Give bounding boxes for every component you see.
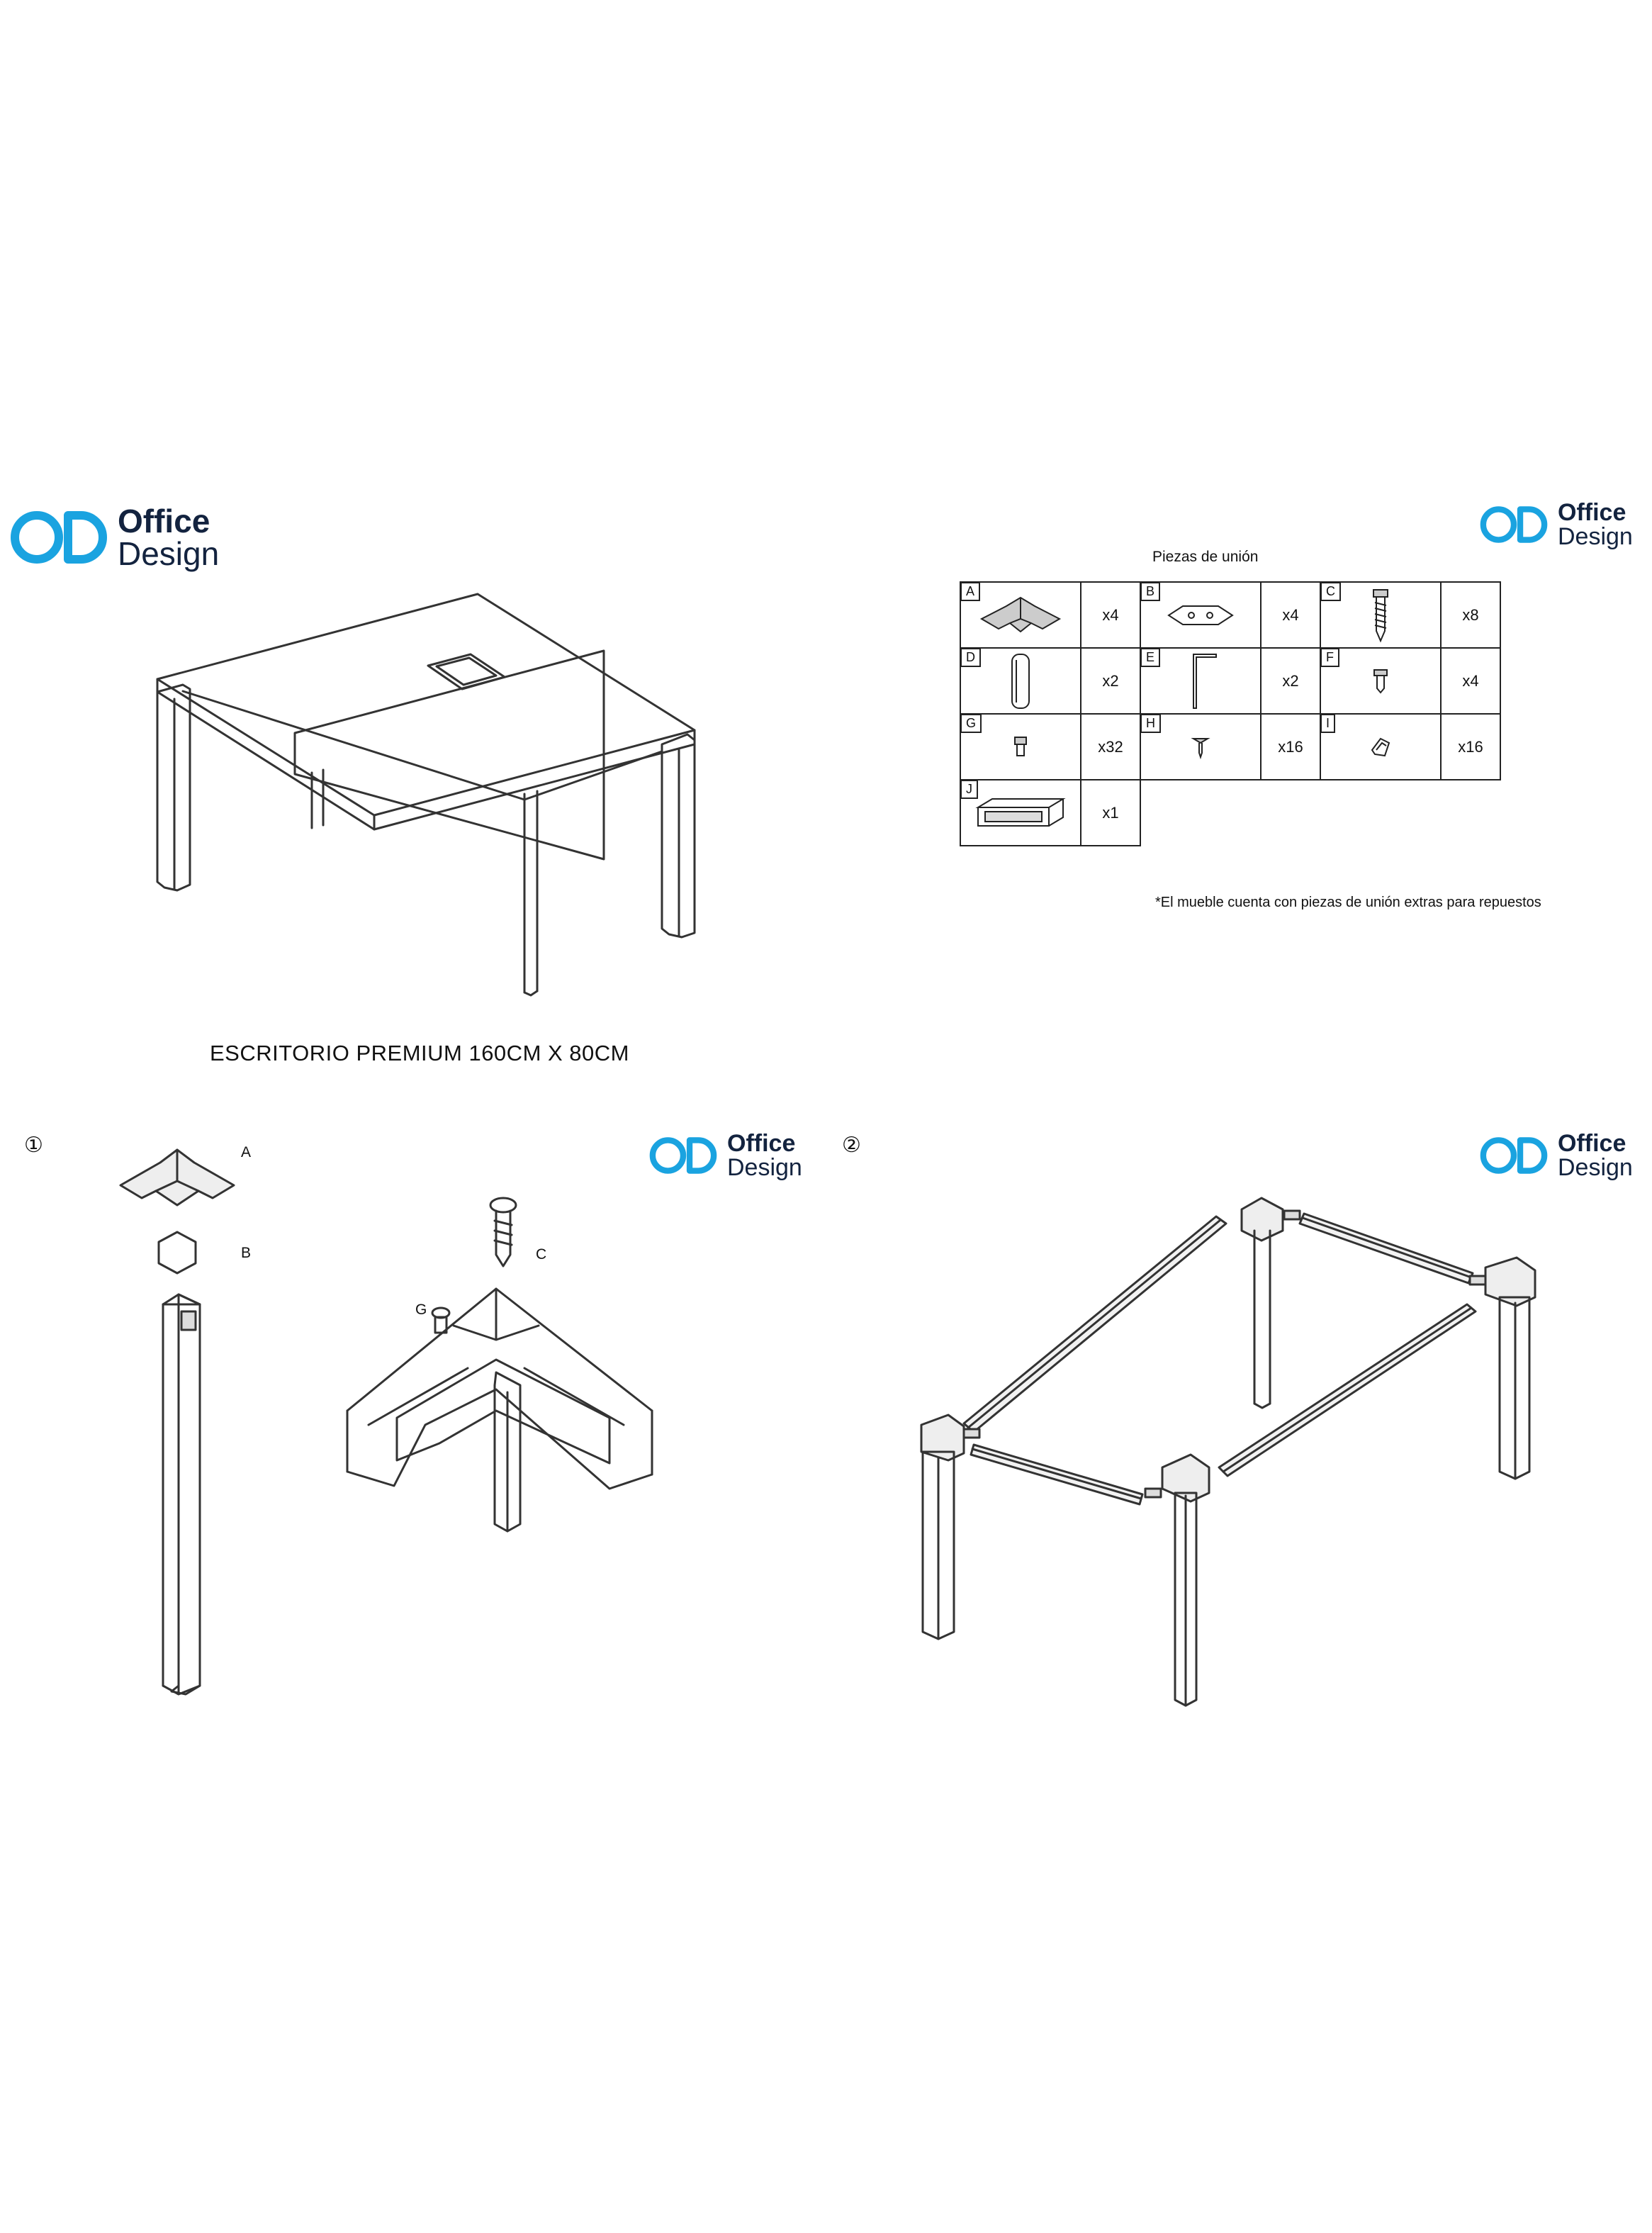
part-qty: x32	[1080, 713, 1141, 780]
part-qty: x4	[1260, 581, 1321, 649]
label-c: C	[536, 1246, 547, 1263]
end-cap-icon	[1011, 653, 1030, 709]
part-letter: D	[960, 648, 981, 667]
clip-icon	[1371, 737, 1390, 756]
part-qty: x4	[1080, 581, 1141, 649]
l-bracket-icon	[1193, 653, 1217, 709]
part-qty: x4	[1440, 647, 1501, 715]
part-cell-d: D	[960, 647, 1081, 715]
part-qty: x2	[1260, 647, 1321, 715]
part-cell-f: F	[1320, 647, 1442, 715]
od-logo-icon	[1480, 1137, 1548, 1174]
brand-name: Office	[118, 503, 210, 539]
brand-name: Office	[727, 1130, 796, 1157]
part-letter: J	[960, 780, 978, 799]
part-cell-a: A	[960, 581, 1081, 649]
part-qty: x16	[1260, 713, 1321, 780]
part-letter: H	[1140, 714, 1161, 733]
brand-name: Office	[1558, 1130, 1626, 1157]
part-cell-e: E	[1140, 647, 1262, 715]
part-cell-c: C	[1320, 581, 1442, 649]
part-qty: x16	[1440, 713, 1501, 780]
parts-title: Piezas de unión	[1152, 549, 1259, 565]
part-letter: I	[1320, 714, 1336, 733]
label-a: A	[241, 1144, 252, 1160]
parts-table: A x4 B x4 C x8 D	[960, 581, 1501, 846]
part-cell-g: G	[960, 713, 1081, 780]
connector-plate-icon	[1167, 605, 1234, 625]
part-qty: x1	[1080, 779, 1141, 846]
part-qty: x2	[1080, 647, 1141, 715]
label-b: B	[241, 1245, 252, 1261]
part-letter: F	[1320, 648, 1339, 667]
od-logo-icon	[649, 1137, 717, 1174]
part-cell-h: H	[1140, 713, 1262, 780]
part-letter: C	[1320, 582, 1341, 601]
part-letter: A	[960, 582, 981, 601]
short-screw-icon	[1373, 668, 1388, 694]
bolt-icon	[1014, 736, 1027, 756]
brand-name: Office	[1558, 499, 1626, 526]
part-cell-j: J	[960, 779, 1081, 846]
part-letter: B	[1140, 582, 1161, 601]
product-title: ESCRITORIO PREMIUM 160CM X 80CM	[210, 1041, 629, 1065]
step-2-number: ②	[842, 1134, 861, 1157]
od-logo-icon	[11, 511, 107, 564]
step-1-number: ①	[24, 1134, 43, 1157]
part-cell-b: B	[1140, 581, 1262, 649]
label-g: G	[415, 1302, 427, 1318]
brand-subname: Design	[727, 1154, 802, 1181]
corner-bracket-icon	[979, 596, 1062, 632]
small-screw-icon	[1191, 737, 1210, 759]
parts-footnote: *El mueble cuenta con piezas de unión ex…	[1155, 895, 1541, 910]
od-logo-icon	[1480, 506, 1548, 543]
brand-subname: Design	[118, 535, 220, 572]
part-letter: G	[960, 714, 982, 733]
long-screw-icon	[1373, 588, 1388, 643]
part-letter: E	[1140, 648, 1161, 667]
brand-subname: Design	[1558, 1154, 1633, 1181]
cable-tray-cover-icon	[975, 798, 1066, 827]
part-qty: x8	[1440, 581, 1501, 649]
brand-subname: Design	[1558, 523, 1633, 550]
part-cell-i: I	[1320, 713, 1442, 780]
